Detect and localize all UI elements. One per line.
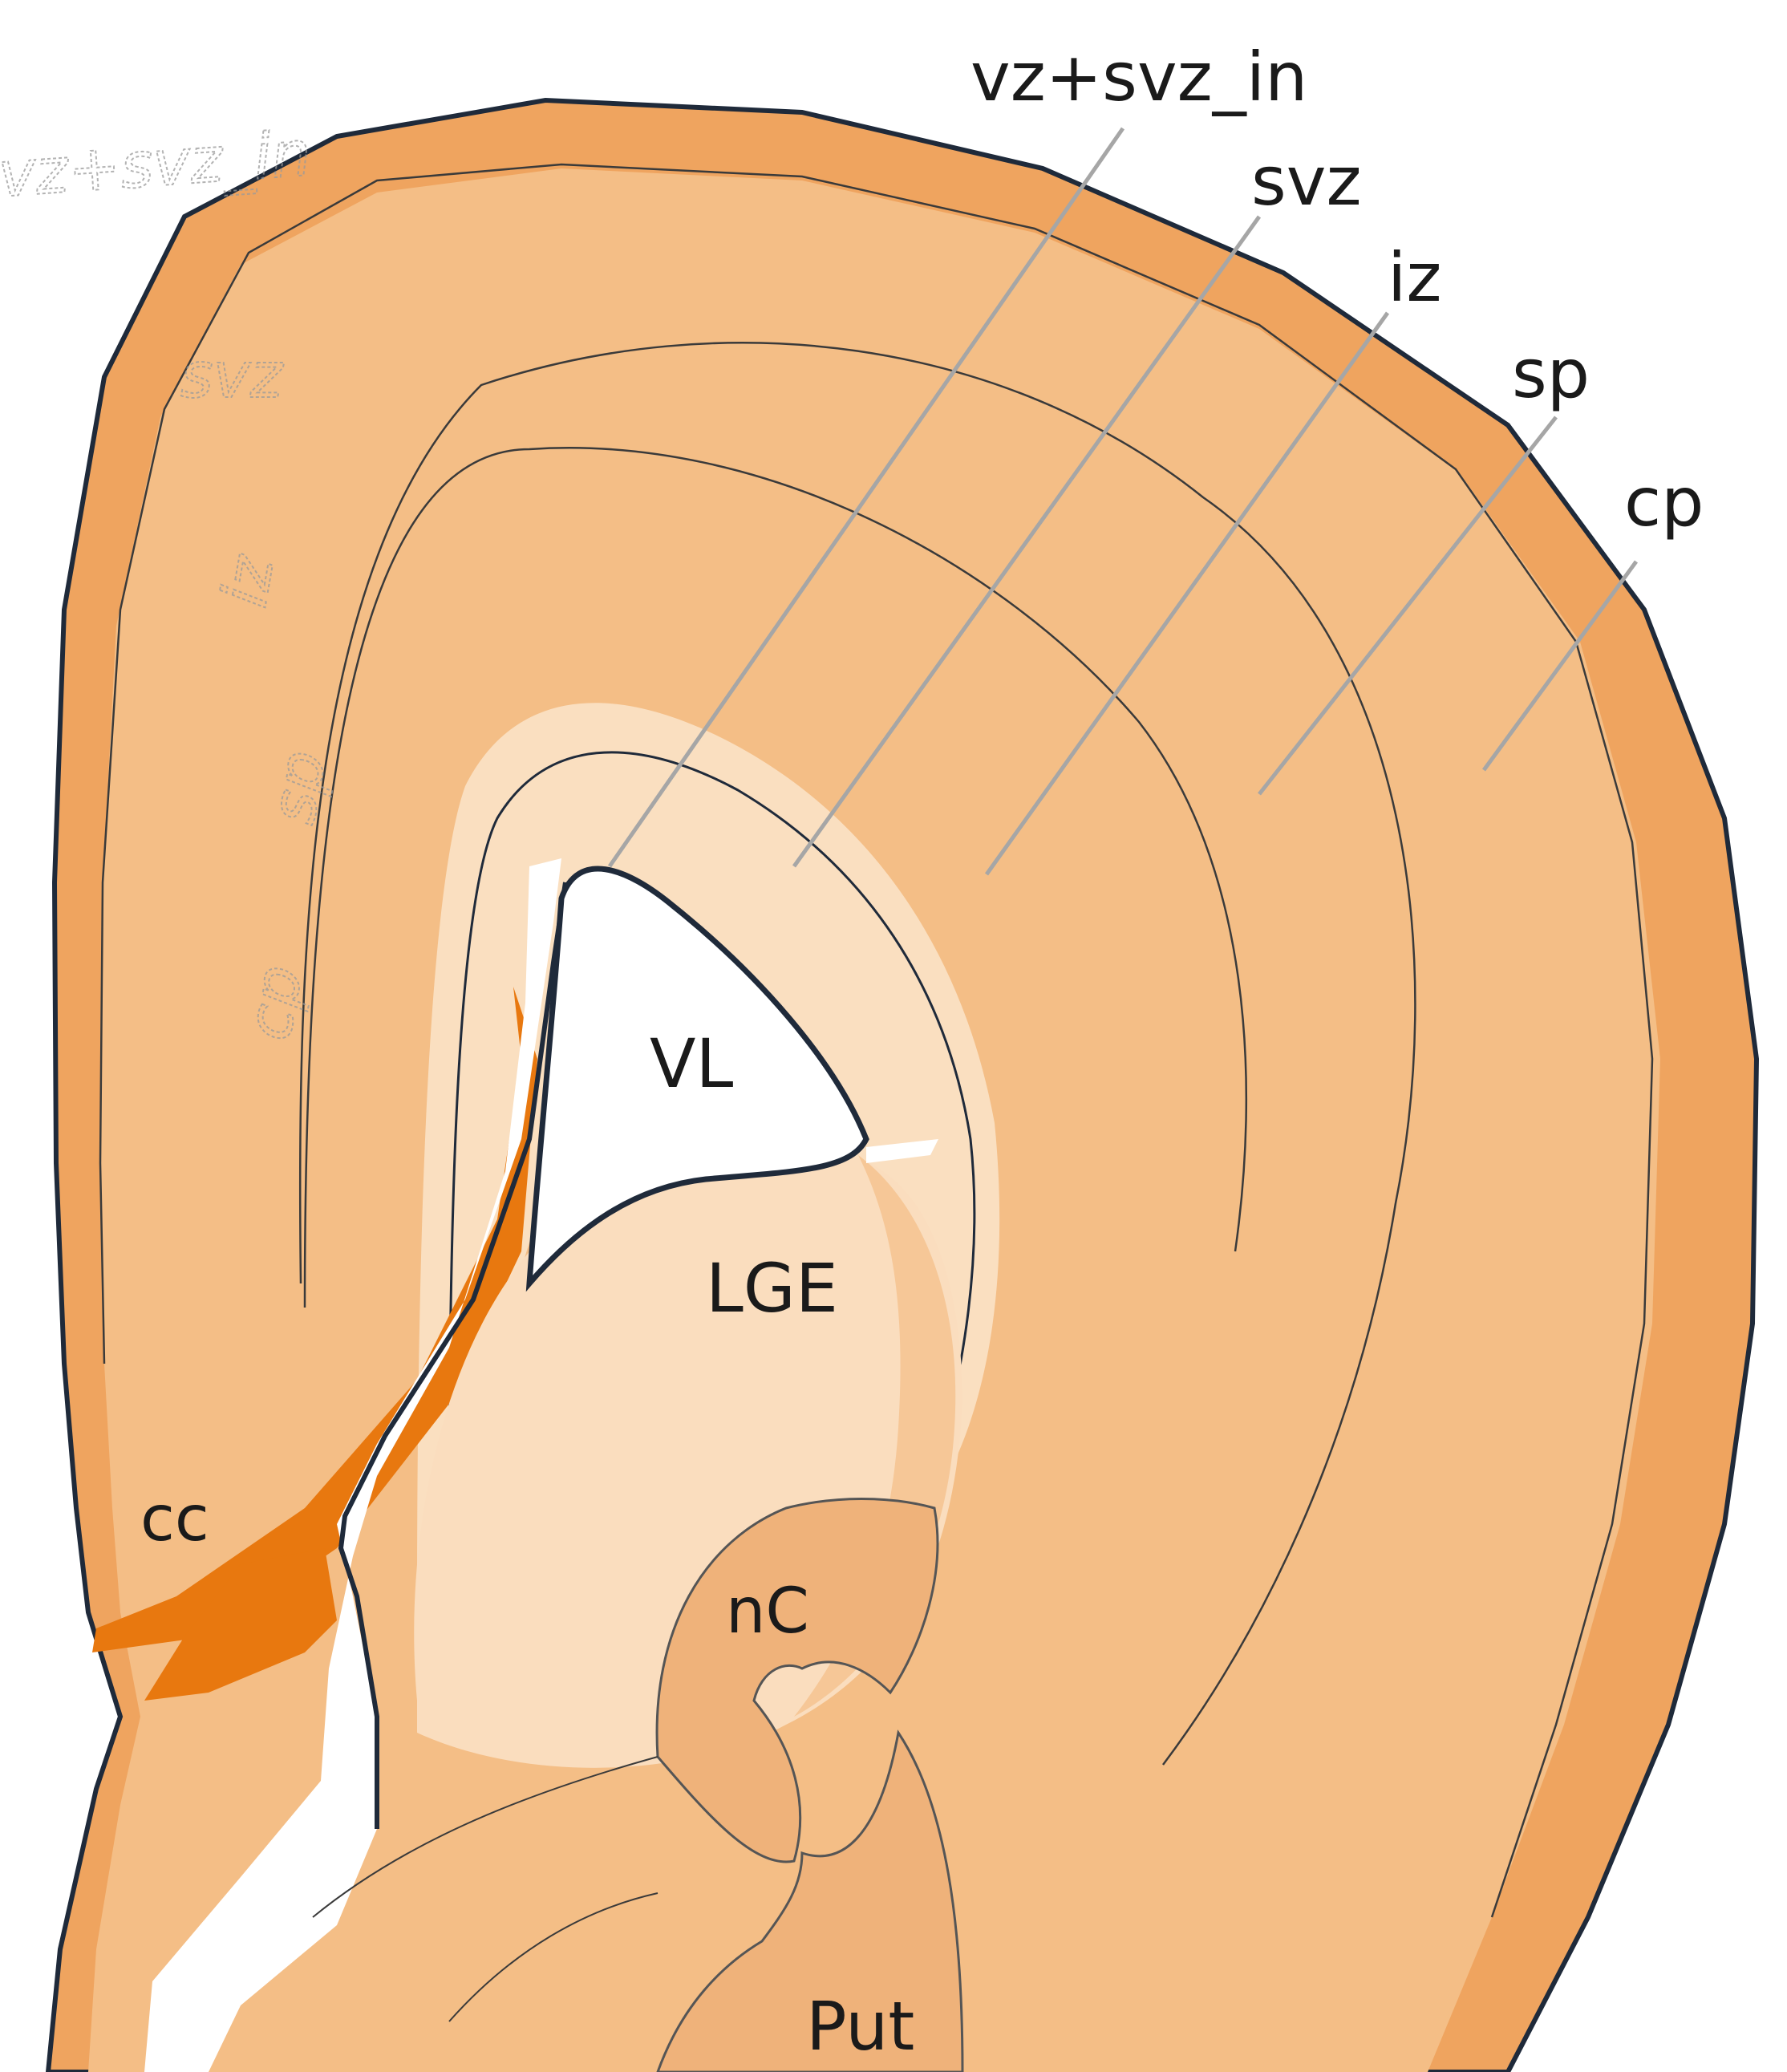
deep-curve-2 [448,1892,658,2022]
label-lge: LGE [706,1249,838,1328]
label-nc: nC [726,1575,809,1648]
putamen [656,1729,964,2072]
label-cc: cc [140,1483,209,1555]
label-put: Put [806,1987,914,2066]
deep-curve-1 [312,1756,658,1918]
ventricle-rim [866,1139,938,1163]
corpus-callosum [92,987,537,1652]
pointer-sp [1258,416,1558,796]
ghost-label-cp: cp [233,960,317,1046]
sp-cp-boundary [99,163,1654,1918]
ghost-label-sp: sp [257,745,340,829]
ghost-label-svz: svz [180,340,285,412]
svz-outline [448,751,976,1525]
label-svz: svz [1251,142,1362,221]
cc-lower-strip [144,1548,337,1701]
label-iz: iz [1388,238,1441,317]
label-sp: sp [1512,335,1590,413]
pointer-iz [984,311,1390,876]
medial-wall-outline [338,882,568,1829]
iz-sp-boundary [298,342,1416,1766]
label-vz-svz-in: vz+svz_in [970,38,1307,116]
svz-iz-boundary [303,447,1248,1308]
label-vl: VL [650,1024,733,1103]
ventricle-cleft [144,858,561,2072]
label-cp: cp [1624,463,1704,541]
caudate-nucleus [655,1497,939,1863]
pointer-cp [1481,560,1639,772]
pointer-svz [792,215,1262,868]
pointer-vz-svz-in [607,127,1125,868]
lateral-ventricle [525,866,869,1292]
